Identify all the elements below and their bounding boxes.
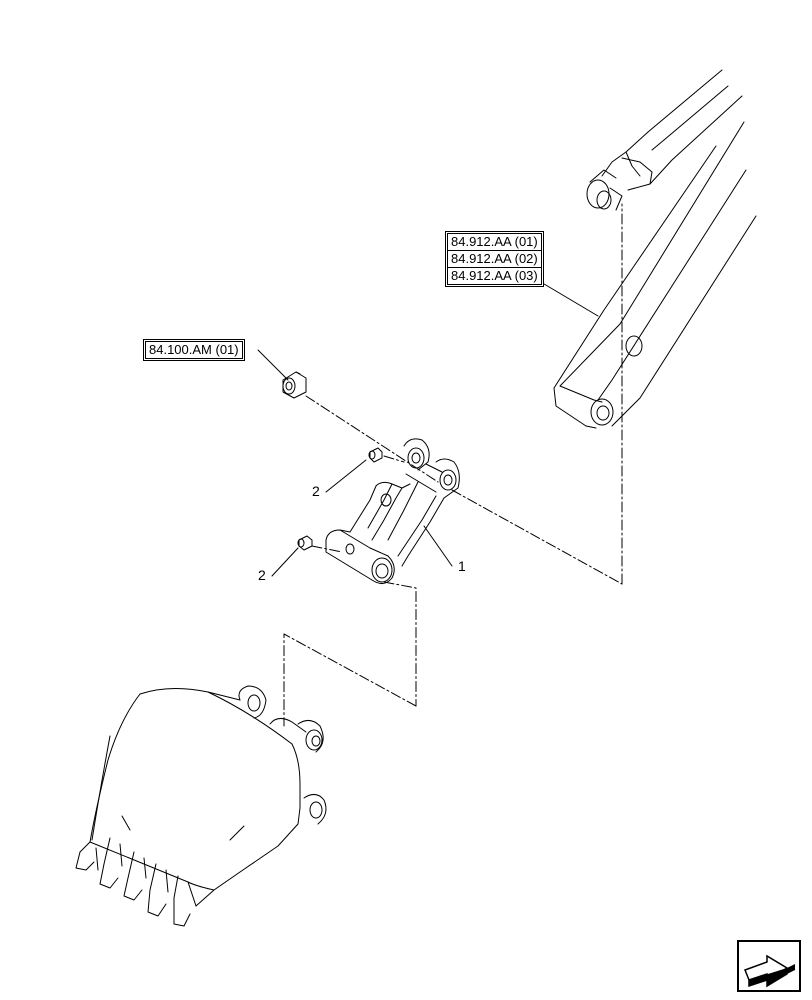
grease-fitting-upper-drawing	[368, 447, 383, 463]
leader-lines	[257, 277, 599, 577]
bushing-drawing	[282, 371, 307, 399]
reference-link-84-100-am-01[interactable]: 84.100.AM (01)	[145, 341, 243, 359]
arm-drawing	[553, 69, 757, 429]
callout-2-lower: 2	[258, 567, 266, 583]
next-page-arrow-icon[interactable]	[737, 940, 801, 992]
bucket-drawing	[75, 685, 327, 927]
link-assembly-drawing	[325, 438, 460, 584]
bushing-reference-box: 84.100.AM (01)	[143, 339, 245, 361]
reference-link-84-912-aa-02[interactable]: 84.912.AA (02)	[447, 251, 542, 268]
connection-lines	[283, 203, 623, 727]
callout-2-upper: 2	[312, 483, 320, 499]
callout-1: 1	[458, 558, 466, 574]
reference-link-84-912-aa-03[interactable]: 84.912.AA (03)	[447, 268, 542, 285]
grease-fitting-lower-drawing	[297, 535, 313, 551]
bucket-cylinder-reference-box: 84.912.AA (01) 84.912.AA (02) 84.912.AA …	[445, 231, 544, 287]
reference-link-84-912-aa-01[interactable]: 84.912.AA (01)	[447, 233, 542, 251]
